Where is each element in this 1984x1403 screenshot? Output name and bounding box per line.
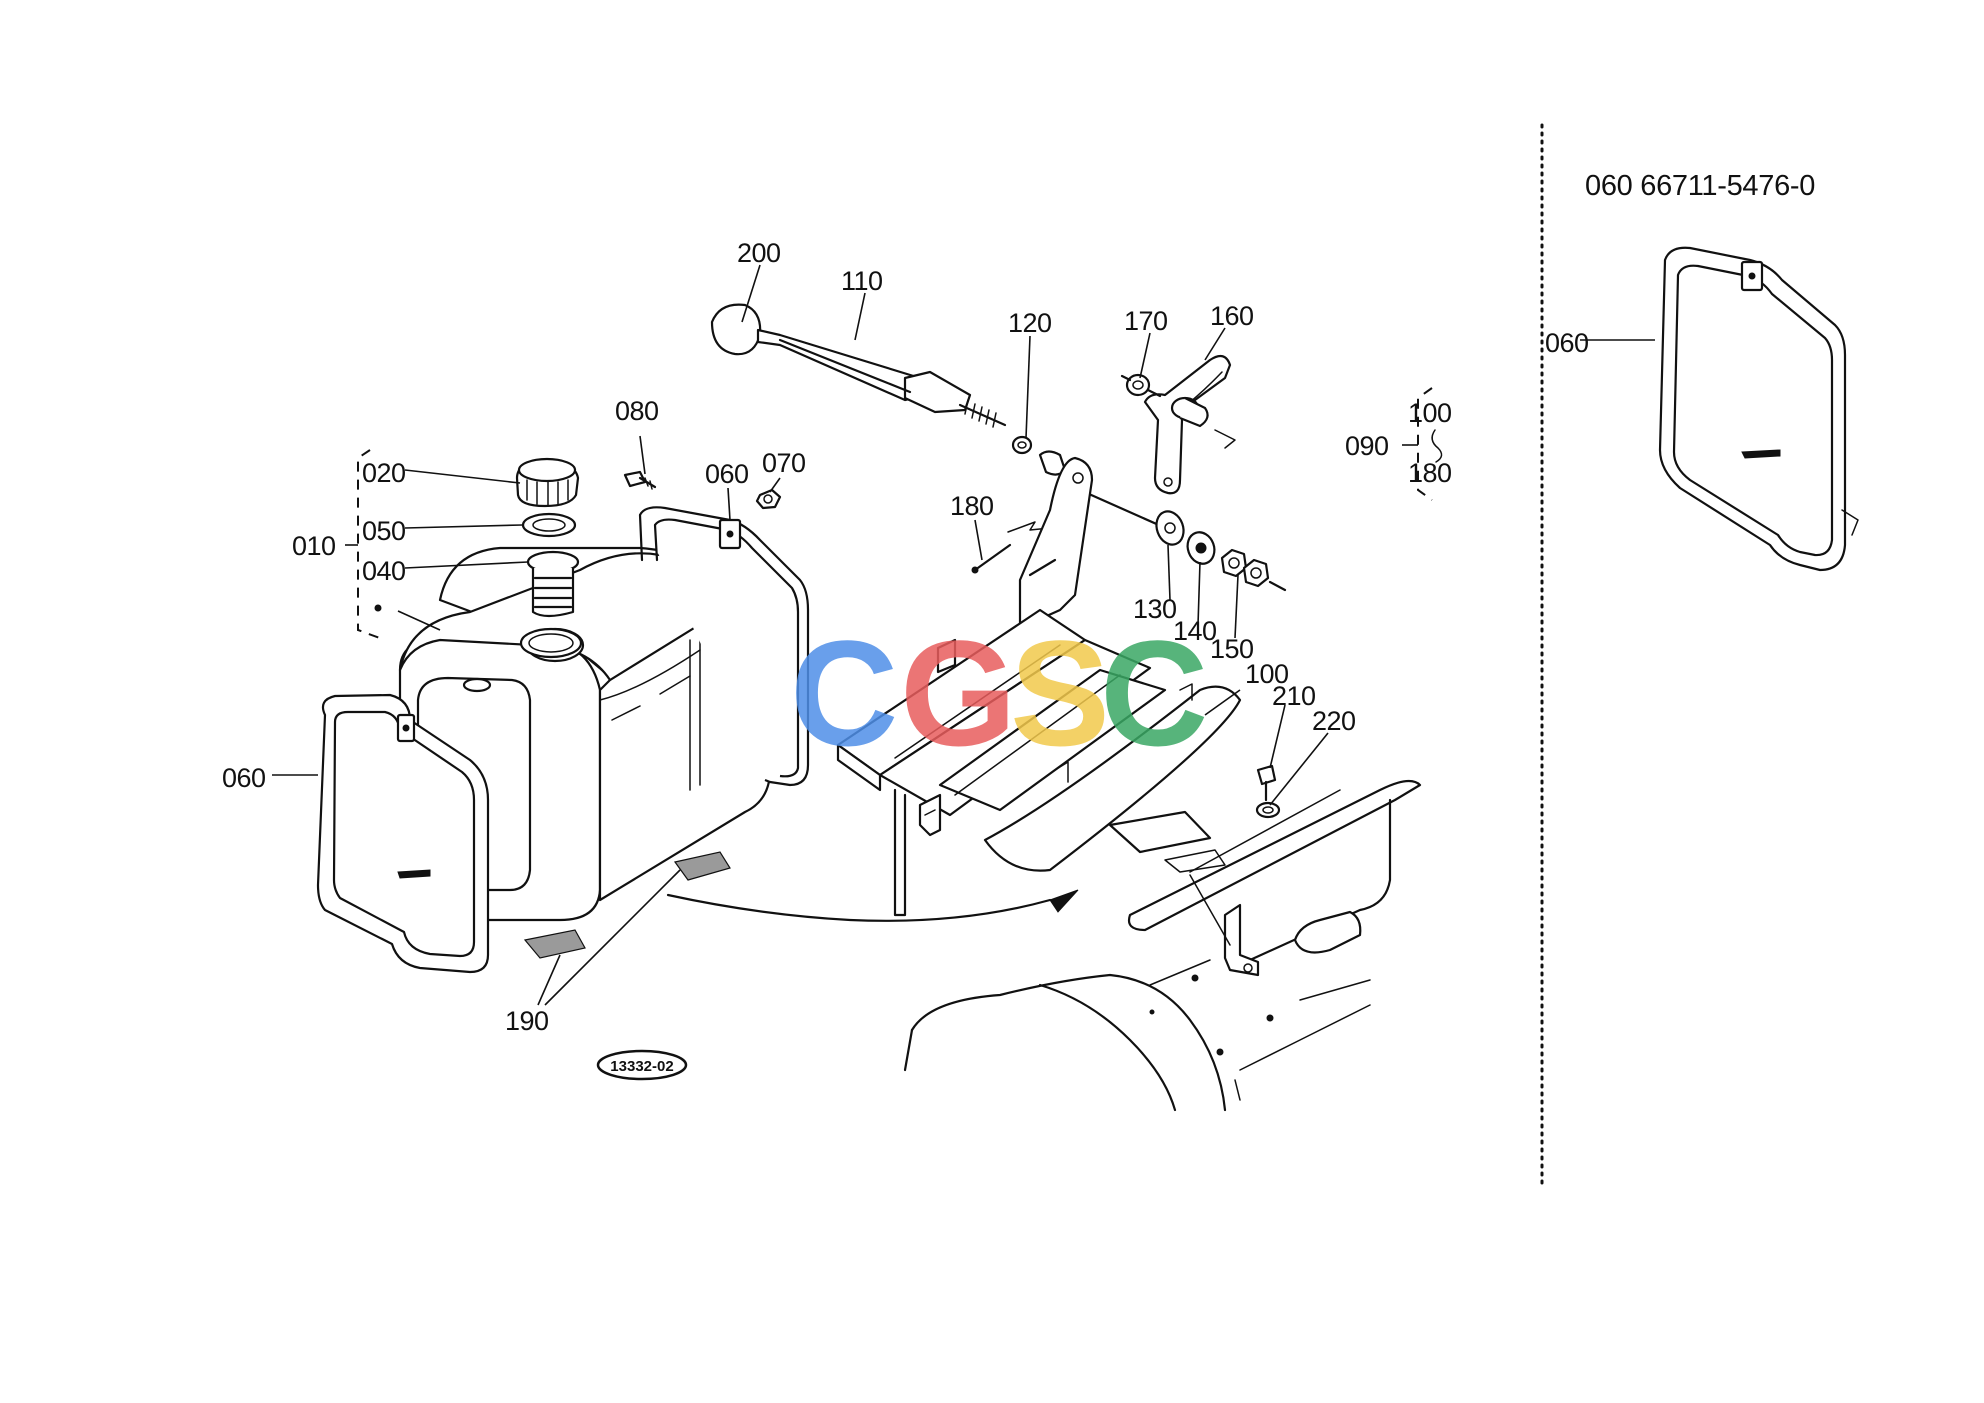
label-010: 010 [292,531,336,561]
transmission-housing [903,959,1371,1112]
watermark-letter-g: G [900,609,1017,777]
filler-cap-assembly [345,449,583,659]
label-130: 130 [1133,594,1177,624]
watermark-letter-c2: C [1100,609,1208,777]
label-060-left: 060 [222,763,266,793]
label-190: 190 [505,1006,549,1036]
strap-060-middle [638,506,810,787]
washers-nuts [1155,510,1287,592]
watermark: C G S C [790,609,1208,777]
rubber-pad-190-a [673,851,731,881]
label-110: 110 [841,266,883,296]
pin-180 [971,521,1051,574]
label-060-inset: 060 [1545,328,1589,358]
reference-code-badge: 13332-02 [596,1049,688,1081]
bolt-080 [623,470,657,490]
label-040: 040 [362,556,406,586]
label-060-middle: 060 [705,459,749,489]
label-220: 220 [1312,706,1356,736]
label-100-bottom: 100 [1245,659,1289,689]
nut-070 [755,488,782,510]
label-180-right: 180 [1408,458,1452,488]
watermark-letter-c1: C [790,609,898,777]
label-020: 020 [362,458,406,488]
label-170: 170 [1124,306,1168,336]
inset-part-number: 060 66711-5476-0 [1585,170,1815,202]
label-200: 200 [737,238,781,268]
label-160: 160 [1210,301,1254,331]
assembly-direction-arrow [666,889,1079,922]
inset-strap-060 [1658,246,1859,572]
label-100-top: 100 [1408,398,1452,428]
label-150: 150 [1210,634,1254,664]
bracket-160 [1120,354,1236,495]
label-050: 050 [362,516,406,546]
label-140: 140 [1173,616,1217,646]
lever-assembly [710,303,1172,532]
label-210: 210 [1272,681,1316,711]
label-180-pin: 180 [950,491,994,521]
label-080: 080 [615,396,659,426]
part-labels: 200 110 120 170 160 100 090 180 080 060 … [222,170,1815,1036]
label-120: 120 [1008,308,1052,338]
mounting-frame [836,456,1422,977]
label-070: 070 [762,448,806,478]
leader-lines [272,264,1655,1006]
label-090: 090 [1345,431,1389,461]
rubber-pad-190-b [523,929,586,959]
strap-060-left [316,693,490,974]
watermark-letter-s: S [1010,609,1110,777]
reference-code: 13332-02 [610,1058,673,1075]
